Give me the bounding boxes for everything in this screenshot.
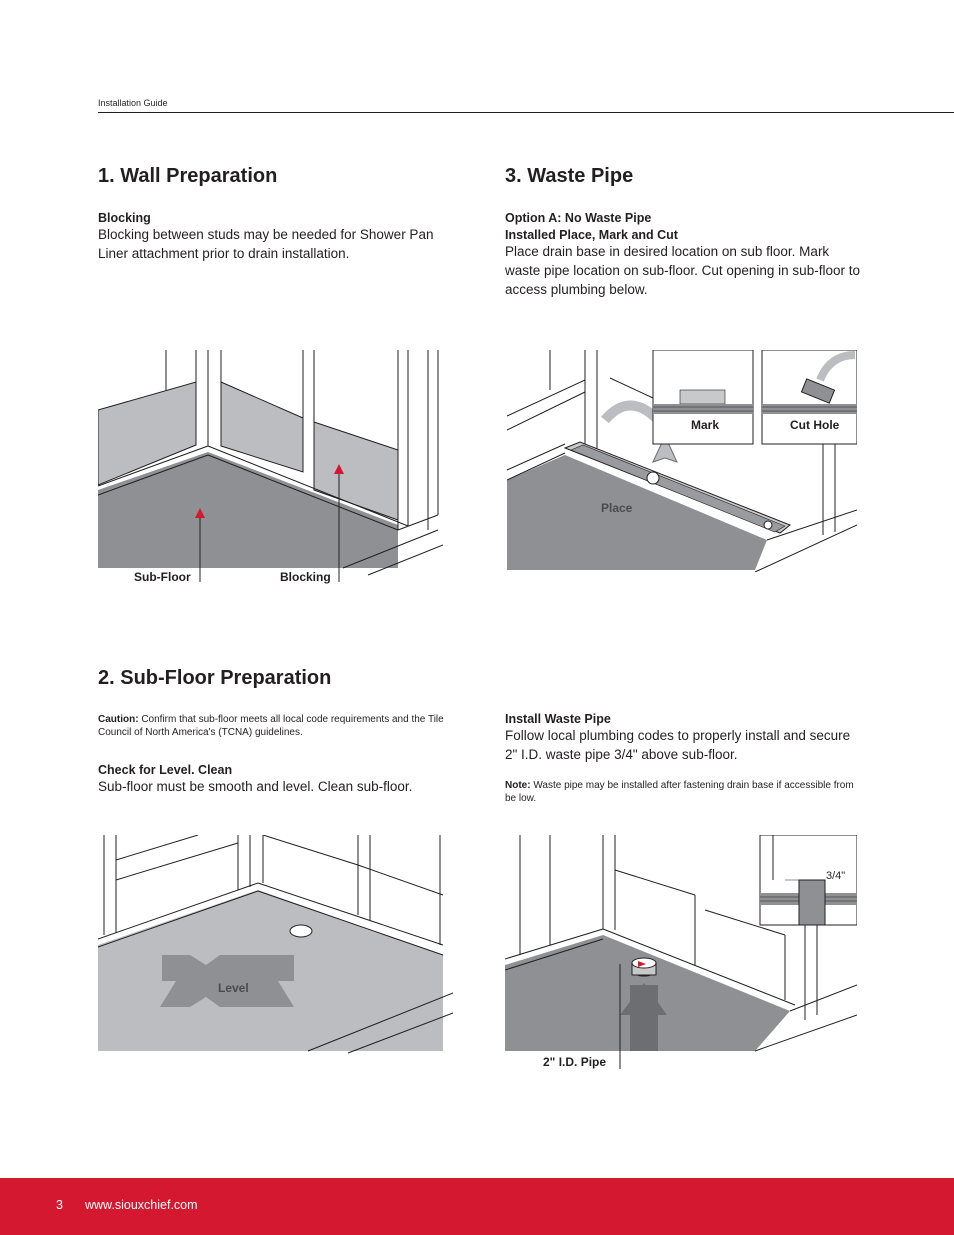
waste-pipe-place-illustration (506, 350, 857, 572)
sub-floor-label: Sub-Floor (134, 570, 191, 584)
option-a-subhead: Option A: No Waste Pipe (505, 211, 652, 225)
caution-label: Caution: (98, 714, 139, 725)
place-mark-cut-body: Place drain base in desired location on … (505, 244, 860, 297)
running-header: Installation Guide (98, 98, 168, 108)
three-quarter-label: 3/4" (826, 870, 846, 882)
waste-pipe-place-figure (505, 350, 857, 572)
sub-floor-preparation-figure (98, 835, 453, 1055)
section-2-text: Caution: Confirm that sub-floor meets al… (98, 713, 453, 796)
level-clean-body: Sub-floor must be smooth and level. Clea… (98, 779, 413, 794)
blocking-subhead: Blocking (98, 211, 151, 225)
level-label: Level (218, 981, 249, 995)
pipe-label: 2" I.D. Pipe (543, 1055, 607, 1069)
page-number: 3 (56, 1198, 63, 1212)
blocking-body: Blocking between studs may be needed for… (98, 227, 434, 261)
install-note: Note: Waste pipe may be installed after … (505, 779, 863, 805)
install-waste-pipe-subhead: Install Waste Pipe (505, 712, 611, 726)
website-link[interactable]: www.siouxchief.com (85, 1198, 198, 1212)
install-waste-pipe-figure (505, 835, 857, 1071)
blocking-label: Blocking (280, 570, 331, 584)
sub-floor-preparation-illustration (98, 835, 453, 1054)
wall-preparation-illustration (98, 350, 443, 582)
section-1-title: 1. Wall Preparation (98, 165, 278, 187)
section-3-text: Option A: No Waste Pipe Installed Place,… (505, 211, 863, 299)
place-mark-cut-subhead: Installed Place, Mark and Cut (505, 228, 678, 242)
install-waste-pipe-illustration (505, 835, 857, 1069)
caution-note: Caution: Confirm that sub-floor meets al… (98, 713, 453, 739)
install-waste-pipe-body: Follow local plumbing codes to properly … (505, 728, 851, 762)
section-2-title: 2. Sub-Floor Preparation (98, 667, 332, 689)
mark-label: Mark (691, 418, 720, 432)
caution-text: Confirm that sub-floor meets all local c… (98, 714, 444, 738)
cut-hole-label: Cut Hole (790, 418, 840, 432)
place-label: Place (601, 501, 633, 515)
header-rule (98, 112, 954, 113)
install-waste-pipe-text: Install Waste Pipe Follow local plumbing… (505, 712, 863, 805)
footer-bar: 3 www.siouxchief.com (0, 1178, 954, 1235)
note-label: Note: (505, 780, 531, 791)
section-1-text: Blocking Blocking between studs may be n… (98, 211, 453, 263)
note-text: Waste pipe may be installed after fasten… (505, 780, 854, 804)
wall-preparation-figure (98, 350, 443, 585)
section-3-title: 3. Waste Pipe (505, 165, 634, 187)
level-clean-subhead: Check for Level. Clean (98, 763, 233, 777)
